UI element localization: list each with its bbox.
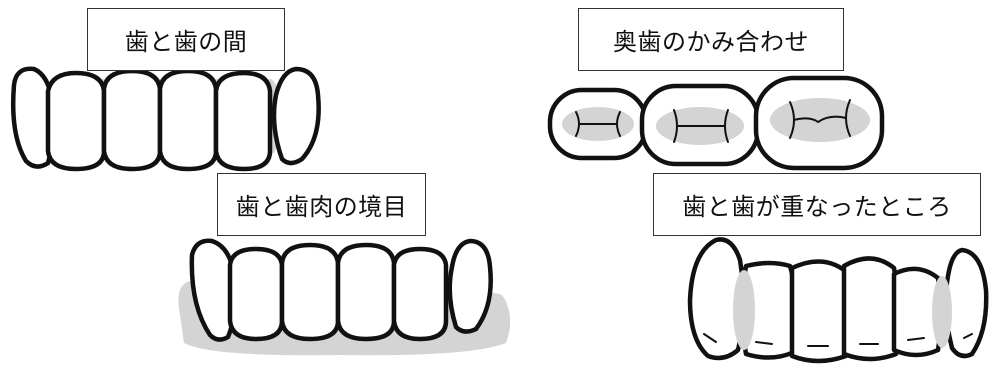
teeth-between-illustration	[10, 66, 321, 172]
label-tooth-gum-border: 歯と歯肉の境目	[217, 173, 426, 236]
tooth-edge-marks	[703, 333, 973, 347]
molar-bite-illustration	[547, 75, 885, 171]
teeth-gum-illustration	[178, 238, 511, 356]
overlapping-teeth-illustration	[687, 237, 989, 364]
tooth-row	[10, 66, 321, 172]
tooth-row	[189, 238, 493, 342]
label-molar-bite: 奥歯のかみ合わせ	[578, 8, 844, 71]
overlap-shading	[733, 270, 952, 350]
tooth-row	[687, 237, 989, 364]
occlusal-grooves	[575, 99, 851, 143]
label-overlapping-teeth: 歯と歯が重なったところ	[653, 173, 981, 236]
label-between-teeth: 歯と歯の間	[87, 8, 285, 71]
